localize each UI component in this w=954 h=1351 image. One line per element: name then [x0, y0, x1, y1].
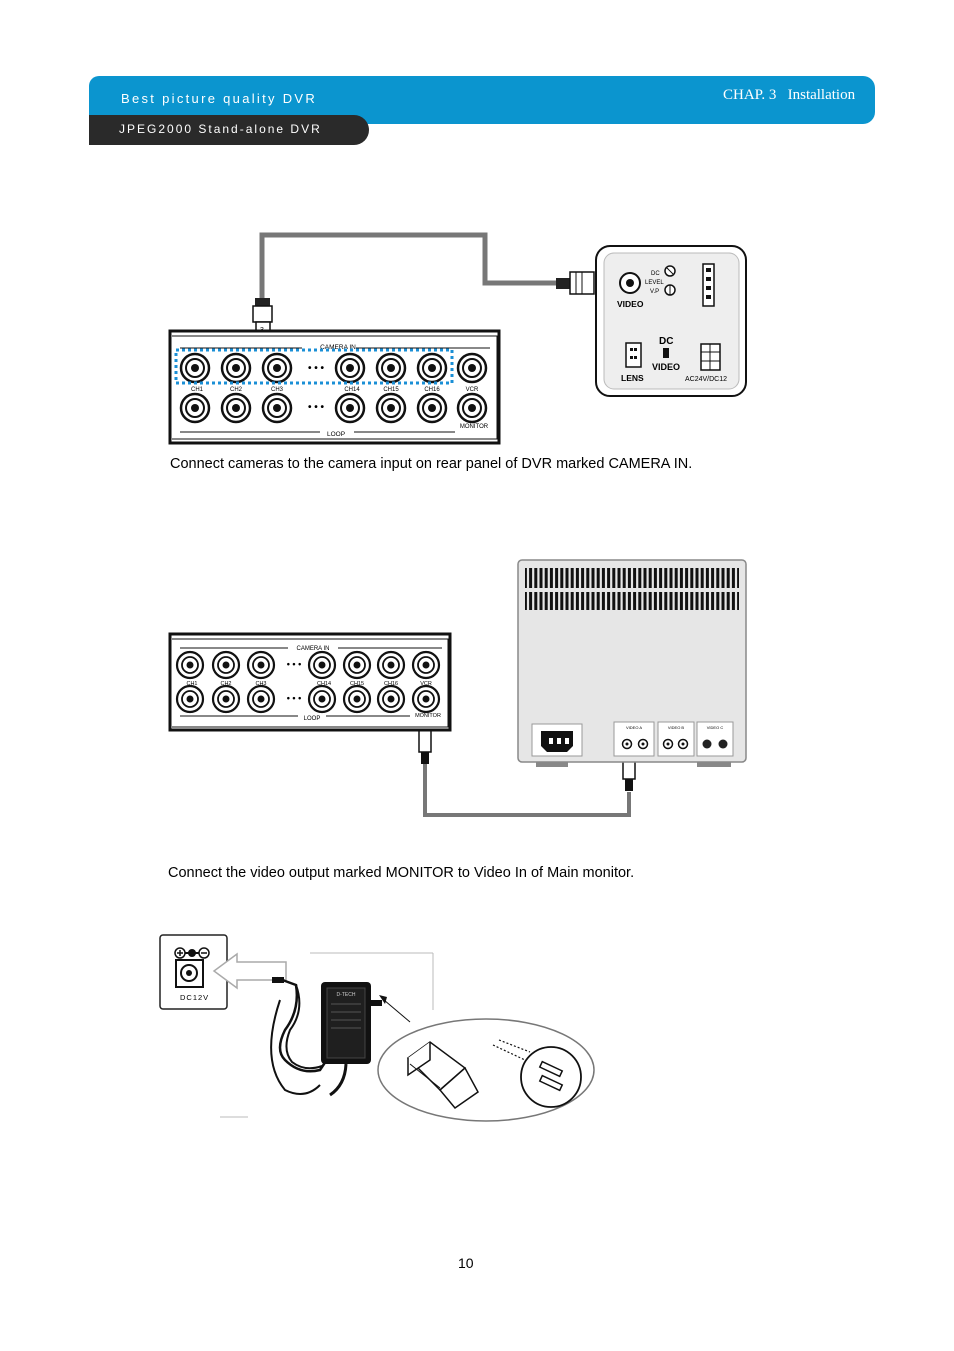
camera-level: LEVEL: [645, 280, 664, 286]
ellipsis-bottom: • • •: [308, 402, 325, 413]
ellipsis-top: • • •: [308, 363, 325, 374]
ch-label: CH16: [384, 681, 398, 687]
ch-label: CH1: [191, 387, 204, 393]
camera-lens-label: LENS: [621, 373, 644, 383]
loop-label-2: LOOP: [304, 716, 321, 722]
camera-dc-label: DC: [659, 336, 673, 347]
monitor-panel-c: VIDEO C: [707, 725, 724, 730]
ch-label: CH3: [255, 681, 266, 687]
monitor-label: MONITOR: [460, 424, 489, 430]
chapter-heading: CHAP. 3 Installation: [723, 87, 855, 104]
camera-dc-small: DC: [651, 271, 660, 277]
ellipsis-top-2: • • •: [287, 659, 301, 669]
camera-in-label-2: CAMERA IN: [296, 646, 329, 652]
header-subband: [89, 115, 369, 145]
monitor-panel-b: VIDEO B: [668, 725, 685, 730]
ch-label: CH16: [424, 387, 440, 393]
ellipsis-bottom-2: • • •: [287, 693, 301, 703]
chapter-number: CHAP. 3: [723, 87, 777, 103]
figure2-diagram: CAMERA IN LOOP • • • CH1 CH2 CH3 CH14 CH…: [168, 559, 747, 817]
ch-label: CH1: [186, 681, 197, 687]
ch-label: CH15: [383, 387, 399, 393]
camera-in-label: CAMERA IN: [320, 344, 356, 351]
ch-label: CH15: [350, 681, 364, 687]
vcr-label-2: VCR: [420, 681, 432, 687]
page-number: 10: [458, 1255, 474, 1271]
camera-video-label: VIDEO: [617, 299, 644, 309]
camera-vp: V.P: [650, 289, 659, 295]
dc-jack-label: DC12V: [180, 993, 209, 1002]
header-title: Best picture quality DVR: [121, 91, 318, 106]
figure3-diagram: DC12V D-TECH: [159, 934, 595, 1122]
ch-label: CH2: [230, 387, 243, 393]
ch-label: CH14: [317, 681, 331, 687]
camera-power-label: AC24V/DC12: [685, 376, 727, 383]
figure1-diagram: 3 CAMERA IN LOOP • • • CH1 CH2 CH3 CH14 …: [168, 232, 747, 445]
ch-label: CH2: [220, 681, 231, 687]
figure1-caption: Connect cameras to the camera input on r…: [170, 456, 693, 472]
ch-label: CH14: [344, 387, 360, 393]
adapter-brand: D-TECH: [337, 992, 356, 998]
monitor-panel-a: VIDEO A: [626, 725, 642, 730]
figure2-caption: Connect the video output marked MONITOR …: [168, 865, 635, 881]
header-subtitle: JPEG2000 Stand-alone DVR: [119, 122, 322, 136]
chapter-section: Installation: [787, 87, 856, 103]
monitor-label-2: MONITOR: [415, 713, 441, 719]
loop-label: LOOP: [327, 431, 345, 438]
vcr-label: VCR: [466, 387, 479, 393]
camera-video2-label: VIDEO: [652, 362, 680, 372]
ch-label: CH3: [271, 387, 284, 393]
